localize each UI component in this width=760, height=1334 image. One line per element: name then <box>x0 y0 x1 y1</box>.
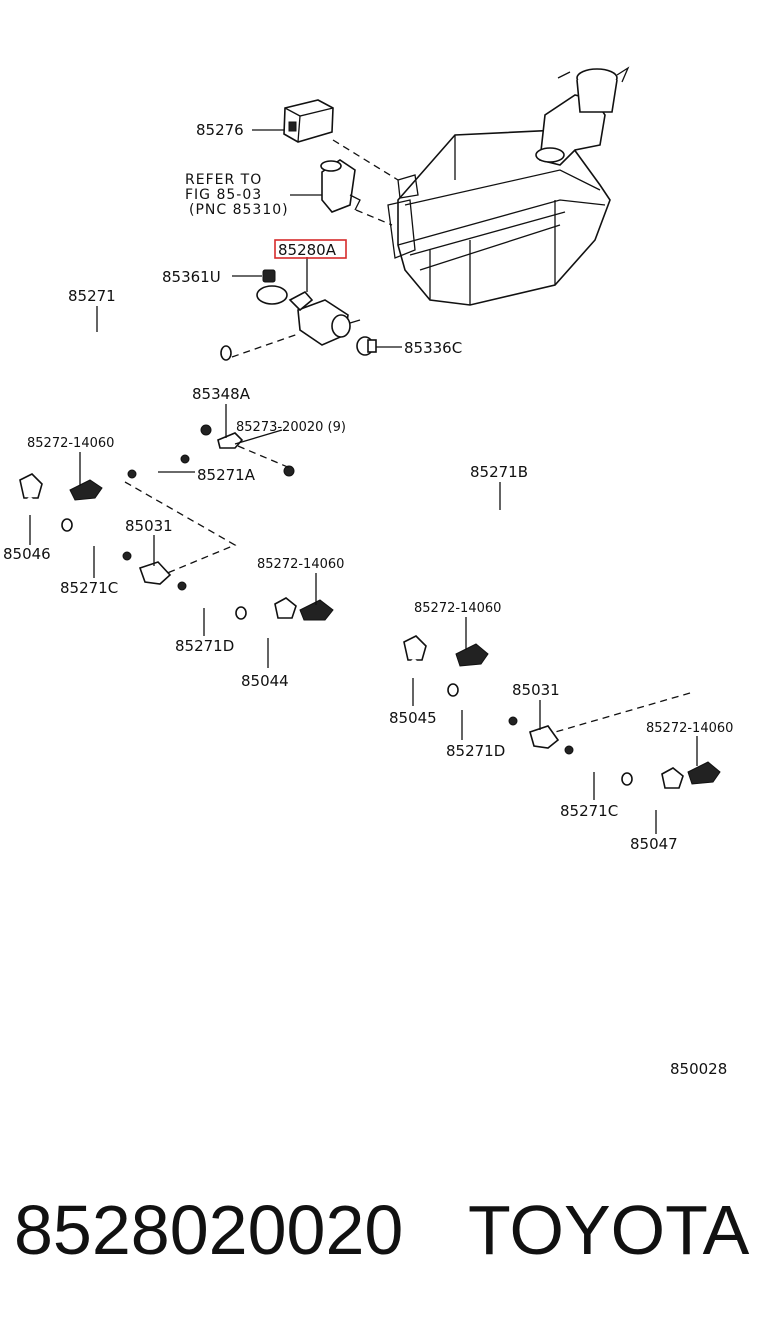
clip-85272-d-illustration <box>687 761 721 785</box>
hose-85271D-b-illustration <box>466 698 518 726</box>
hose-85271C-a-illustration <box>80 534 132 561</box>
label-85272-a: 85272-14060 <box>27 436 114 451</box>
grommet-85336C-illustration <box>356 336 377 356</box>
label-85272-c: 85272-14060 <box>414 601 501 616</box>
part-number: 8528020020 <box>14 1191 404 1269</box>
label-85280A: 85280A <box>278 241 337 259</box>
label-85031-b: 85031 <box>512 681 560 699</box>
nozzle-85047-illustration <box>641 767 684 809</box>
label-85047: 85047 <box>630 835 678 853</box>
dash-85276 <box>332 139 399 181</box>
highlight-85280A <box>274 239 347 259</box>
clamp-85361U-illustration <box>256 269 288 305</box>
label-85361U: 85361U <box>162 268 221 286</box>
label-85348A: 85348A <box>192 385 251 403</box>
label-85271A: 85271A <box>197 466 256 484</box>
hose-85271C-b-illustration <box>582 758 633 786</box>
label-85271: 85271 <box>68 287 116 305</box>
pump-85310-illustration <box>320 159 361 213</box>
hose-85271A-illustration <box>127 454 190 479</box>
label-85271C-a: 85271C <box>60 579 118 597</box>
brand-name: TOYOTA <box>468 1191 750 1269</box>
label-85046: 85046 <box>3 545 51 563</box>
joint-85031-a-illustration <box>138 561 187 591</box>
joint-85348A-illustration <box>200 424 244 449</box>
label-85271D-a: 85271D <box>175 637 234 655</box>
figure-number: 850028 <box>670 1060 727 1078</box>
nozzle-85046-illustration <box>19 473 73 532</box>
hose-85271D-a-illustration <box>194 594 247 620</box>
hose-85271-illustration <box>66 312 209 429</box>
clip-85272-a-illustration <box>69 479 103 501</box>
clip-85272-b-illustration <box>299 599 334 621</box>
dash-right-loop <box>544 692 691 736</box>
washer-85273 <box>283 465 295 477</box>
dash-pump-refer <box>355 209 393 226</box>
label-refer-line1: REFER TO <box>185 172 262 188</box>
label-refer-line2: FIG 85-03 <box>185 187 262 203</box>
label-85276: 85276 <box>196 121 244 139</box>
caption: 8528020020 TOYOTA <box>0 1190 760 1280</box>
label-85271B: 85271B <box>470 463 528 481</box>
clip-85272-c-illustration <box>455 643 489 667</box>
bracket-85276-illustration <box>283 99 334 143</box>
label-85271C-b: 85271C <box>560 802 618 820</box>
joint-85031-b-illustration <box>529 725 574 755</box>
dash-joint-washer <box>237 445 291 469</box>
label-85045: 85045 <box>389 709 437 727</box>
label-85031-a: 85031 <box>125 517 173 535</box>
label-85336C: 85336C <box>404 339 462 357</box>
nozzle-85044-illustration <box>253 597 297 636</box>
leader-85273 <box>234 429 283 445</box>
label-85273: 85273-20020 (9) <box>236 420 346 435</box>
label-85044: 85044 <box>241 672 289 690</box>
clip-small <box>220 345 232 361</box>
washer-tank-illustration <box>387 66 630 306</box>
hose-85271B-illustration <box>296 475 694 689</box>
nozzle-85045-illustration <box>403 635 459 697</box>
label-85272-b: 85272-14060 <box>257 557 344 572</box>
label-85271D-b: 85271D <box>446 742 505 760</box>
label-refer-line3: (PNC 85310) <box>189 202 289 218</box>
dash-left-loop <box>124 481 237 575</box>
dash-valve-hose <box>231 333 299 358</box>
label-85272-d: 85272-14060 <box>646 721 733 736</box>
valve-85280A-illustration <box>288 290 361 346</box>
